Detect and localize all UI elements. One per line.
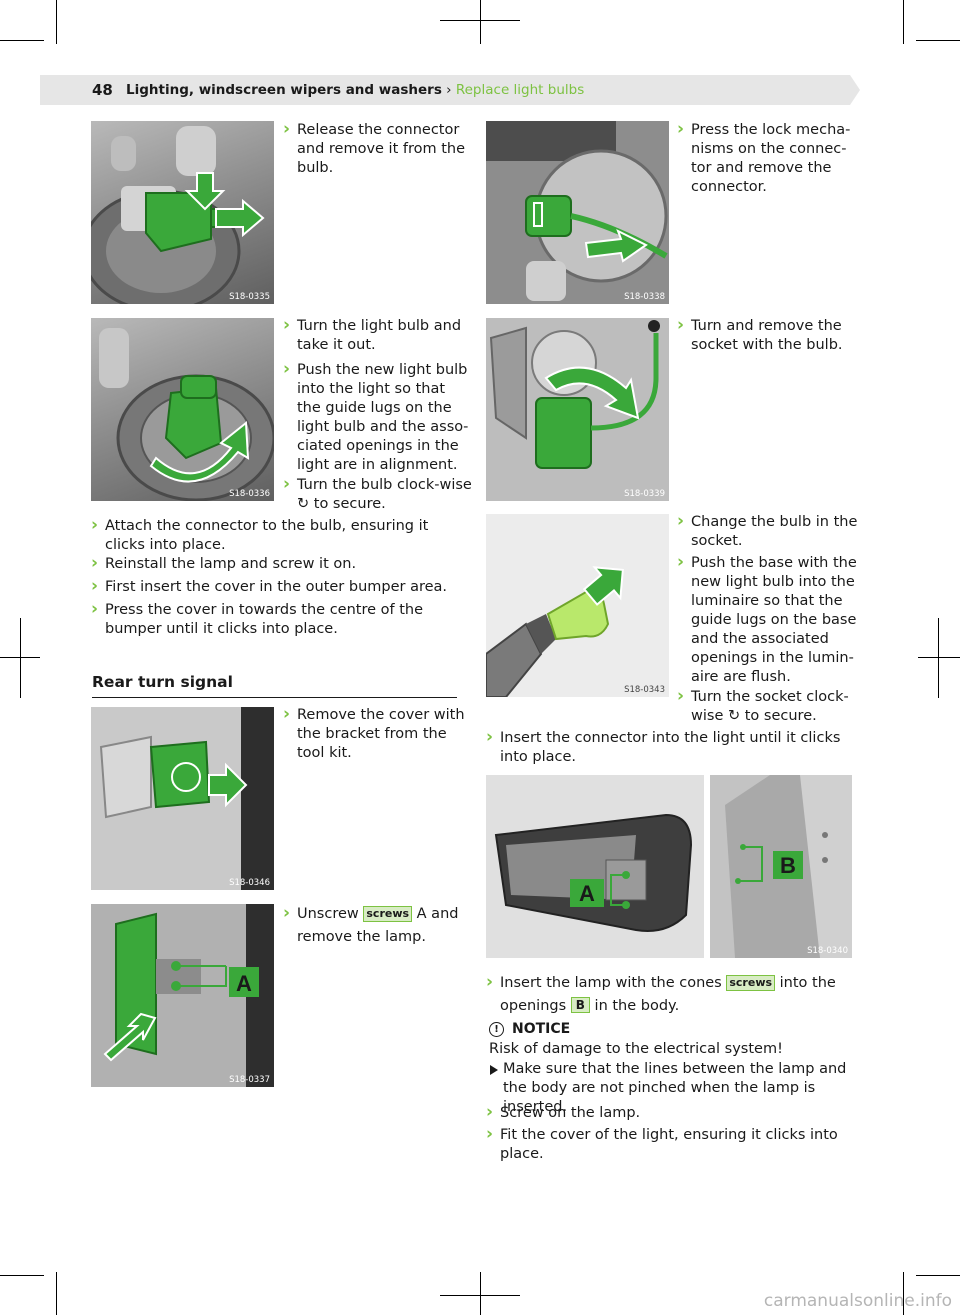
- figure-turn-bulb: S18-0336: [91, 318, 274, 501]
- header-arrow: [850, 75, 860, 105]
- crop-mark: [20, 618, 21, 698]
- figure-connector-release: S18-0335: [91, 121, 274, 304]
- step-attach-connector: Attach the connector to the bulb, ensuri…: [91, 516, 471, 555]
- clockwise-icon: ↻: [297, 496, 310, 512]
- figure-remove-cover: S18-0346: [91, 707, 274, 890]
- clockwise-icon: ↻: [727, 708, 741, 724]
- step-text: Unscrew: [297, 906, 359, 922]
- step-text: in the body.: [594, 998, 680, 1014]
- figure-code: S18-0335: [229, 292, 270, 302]
- step-text: Turn the socket clock‐wise: [691, 689, 849, 724]
- breadcrumb-separator: ›: [441, 82, 456, 98]
- figure-code: S18-0338: [624, 292, 665, 302]
- notice-title: !NOTICE: [489, 1021, 570, 1037]
- figure-change-bulb: S18-0343: [486, 514, 669, 697]
- step-text: into the openings: [500, 975, 836, 1014]
- crop-mark: [903, 1272, 904, 1315]
- label-b-tag: B: [570, 997, 590, 1013]
- step-insert-lamp: Insert the lamp with the cones screws in…: [486, 971, 866, 1018]
- crop-mark: [0, 1275, 44, 1276]
- breadcrumb: Lighting, windscreen wipers and washers …: [126, 82, 584, 98]
- label-a: A: [236, 971, 252, 996]
- figure-lamp-screws-a: A: [486, 775, 704, 958]
- step-text: Turn the bulb clock‐wise: [297, 477, 472, 493]
- step-socket-clockwise: Turn the socket clock‐wise ↻ to secure.: [677, 687, 866, 726]
- header-bar: [40, 75, 850, 105]
- breadcrumb-section[interactable]: Lighting, windscreen wipers and washers: [126, 82, 442, 98]
- label-b: B: [780, 853, 796, 878]
- figure-code: S18-0339: [624, 489, 665, 499]
- screws-tag: screws: [363, 906, 413, 922]
- page-number: 48: [92, 81, 113, 99]
- step-press-cover: Press the cover in towards the centre of…: [91, 600, 471, 639]
- crop-mark: [903, 0, 904, 44]
- step-text: Insert the lamp with the cones: [500, 975, 722, 991]
- figure-lamp-screws-b: B S18-0340: [710, 775, 852, 958]
- figure-code: S18-0340: [807, 946, 848, 956]
- step-turn-socket: Turn and remove the socket with the bulb…: [677, 316, 866, 355]
- crop-mark: [0, 40, 44, 41]
- breadcrumb-current[interactable]: Replace light bulbs: [455, 82, 585, 98]
- label-a: A: [579, 881, 595, 906]
- figure-code: S18-0336: [229, 489, 270, 499]
- step-release-connector: Release the connector and remove it from…: [283, 120, 472, 178]
- crop-mark: [916, 40, 960, 41]
- section-title: Rear turn signal: [92, 673, 457, 698]
- notice-item: Make sure that the lines between the lam…: [489, 1060, 868, 1117]
- step-remove-cover: Remove the cover with the bracket from t…: [283, 705, 472, 763]
- crop-mark: [938, 618, 939, 698]
- figure-unscrew-lamp: A S18-0337: [91, 904, 274, 1087]
- step-press-lock: Press the lock mecha‐nisms on the connec…: [677, 120, 866, 197]
- crop-mark: [56, 1272, 57, 1315]
- screws-tag: screws: [726, 975, 776, 991]
- step-reinstall-lamp: Reinstall the lamp and screw it on.: [91, 554, 471, 574]
- crop-mark: [480, 0, 481, 44]
- step-text: to secure.: [313, 496, 386, 512]
- crop-mark: [916, 1275, 960, 1276]
- notice-text: Risk of damage to the electrical system!: [489, 1041, 783, 1057]
- step-turn-clockwise: Turn the bulb clock‐wise ↻ to secure.: [283, 475, 472, 514]
- step-push-new-bulb: Push the new light bulb into the light s…: [283, 360, 472, 475]
- step-push-base: Push the base with the new light bulb in…: [677, 553, 866, 687]
- figure-turn-socket: S18-0339: [486, 318, 669, 501]
- crop-mark: [56, 0, 57, 44]
- figure-code: S18-0343: [624, 685, 665, 695]
- crop-mark: [480, 1272, 481, 1315]
- figure-press-lock: S18-0338: [486, 121, 669, 304]
- watermark: carmanualsonline.info: [763, 1291, 952, 1311]
- figure-code: S18-0337: [229, 1075, 270, 1085]
- step-screw-on: Screw on the lamp.: [486, 1103, 866, 1123]
- step-fit-cover: Fit the cover of the light, ensuring it …: [486, 1125, 866, 1164]
- figure-code: S18-0346: [229, 878, 270, 888]
- crop-mark: [918, 657, 960, 658]
- step-text: A and remove the lamp.: [297, 906, 459, 945]
- step-text: to secure.: [744, 708, 817, 724]
- step-insert-connector: Insert the connector into the light unti…: [486, 728, 866, 767]
- step-turn-bulb-out: Turn the light bulb and take it out.: [283, 316, 472, 355]
- step-insert-cover: First insert the cover in the outer bump…: [91, 577, 471, 597]
- step-change-bulb: Change the bulb in the socket.: [677, 512, 866, 551]
- step-unscrew: Unscrew screws A and remove the lamp.: [283, 902, 472, 949]
- info-icon: !: [489, 1022, 504, 1037]
